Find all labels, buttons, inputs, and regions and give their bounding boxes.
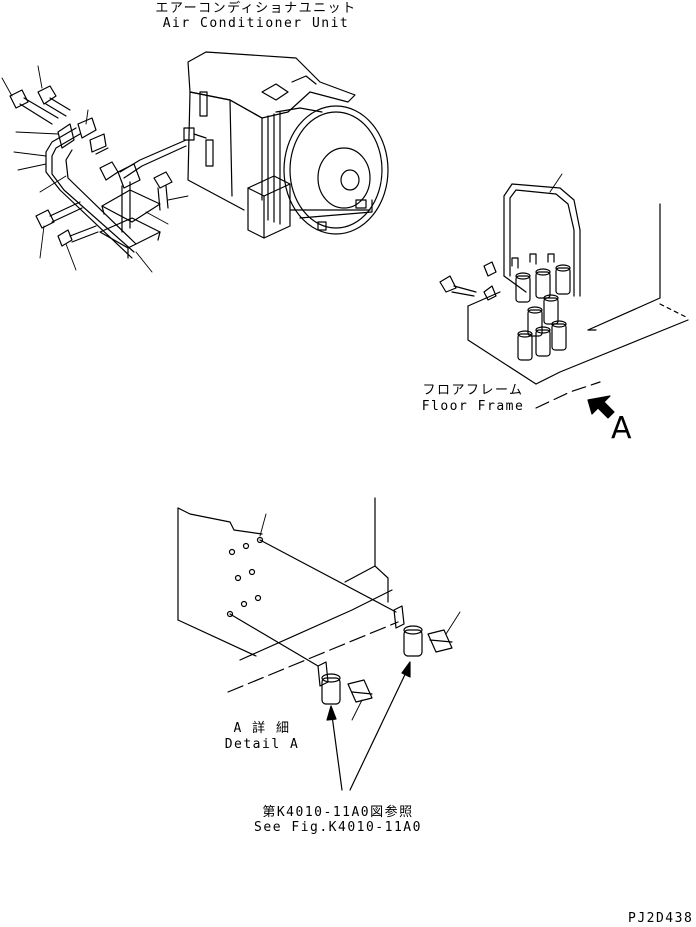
reference-arrowhead-right — [402, 662, 410, 677]
bolt-right-of-pipe — [154, 172, 172, 210]
air-conditioner-unit — [184, 52, 388, 238]
view-a-arrow — [588, 396, 614, 418]
ac-unit-label-en: Air Conditioner Unit — [162, 16, 350, 31]
see-fig-label-en: See Fig.K4010-11A0 — [254, 820, 422, 835]
detail-a-drawing — [178, 498, 460, 790]
floor-frame-assembly — [440, 174, 688, 408]
ac-unit-label-jp: エアーコンディショナユニット — [155, 1, 357, 16]
view-a-letter: A — [611, 411, 632, 446]
leader-lines-upper — [2, 66, 188, 272]
pipe-clamp-stack — [484, 254, 570, 360]
detail-a-label-jp: A 詳 細 — [233, 721, 291, 736]
floor-frame-label-jp: フロアフレーム — [422, 383, 524, 398]
detail-a-label-en: Detail A — [224, 737, 300, 752]
drawing-code: PJ2D438 — [628, 911, 694, 926]
bolt-group-top-left — [10, 86, 70, 124]
bolt-group-lower-left — [36, 202, 98, 246]
pipe-assembly — [46, 118, 186, 258]
see-fig-label-jp: 第K4010-11A0図参照 — [262, 805, 414, 820]
floor-frame-label-en: Floor Frame — [421, 399, 525, 414]
reference-arrowhead-left — [327, 706, 336, 720]
